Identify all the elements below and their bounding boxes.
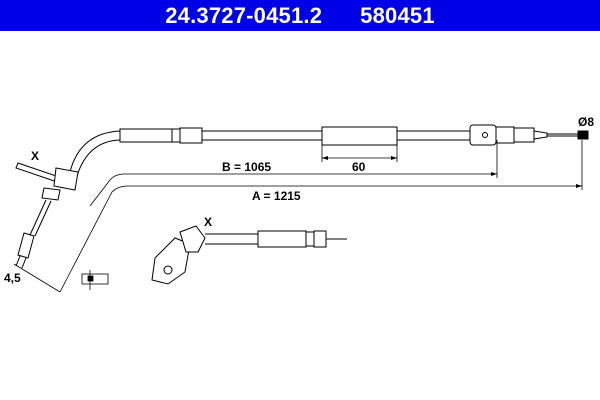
pin-dimension-label: 4,5 [4, 271, 21, 285]
main-cable [69, 124, 589, 177]
left-end-fitting [15, 162, 79, 269]
section-symbol [81, 270, 109, 290]
part-number: 24.3727-0451.2 [165, 2, 323, 28]
diameter-label: Ø8 [578, 115, 594, 129]
detail-x-view [151, 225, 347, 285]
dimension-b-label: B = 1065 [222, 160, 271, 174]
dimension-sleeve-label: 60 [352, 160, 366, 174]
dimension-a-label: A = 1215 [252, 189, 301, 203]
callout-x-detail: X [204, 215, 212, 229]
dimension-arrows [322, 156, 582, 188]
title-bar: 24.3727-0451.2 580451 [0, 0, 600, 31]
reference-number: 580451 [360, 2, 435, 28]
callout-x-main: X [31, 149, 39, 163]
dimension-lines [13, 140, 583, 293]
